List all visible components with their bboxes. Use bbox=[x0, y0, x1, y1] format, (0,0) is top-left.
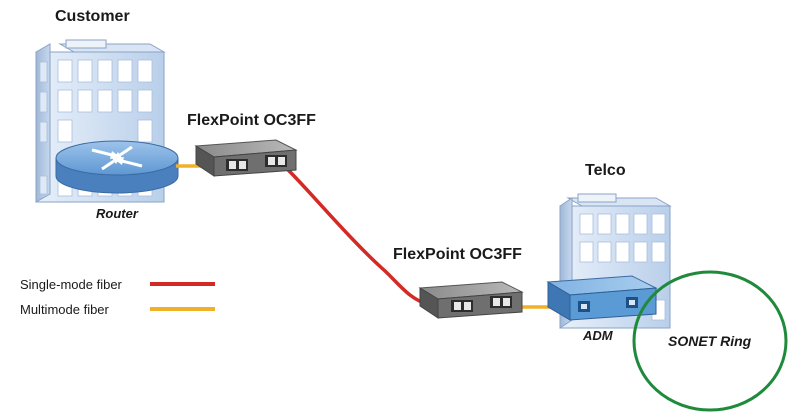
router-label: Router bbox=[96, 206, 139, 221]
legend-single-mode-label: Single-mode fiber bbox=[20, 277, 123, 292]
media-converter-icon-bottom bbox=[418, 281, 524, 319]
sonet-ring-icon bbox=[632, 270, 788, 412]
media-converter-icon-top bbox=[194, 139, 298, 177]
sonet-ring-label: SONET Ring bbox=[668, 333, 752, 349]
flexpoint-top-label: FlexPoint OC3FF bbox=[187, 112, 316, 129]
legend-multimode-label: Multimode fiber bbox=[20, 302, 110, 317]
adm-label: ADM bbox=[582, 328, 614, 343]
router-icon bbox=[55, 140, 179, 194]
customer-label: Customer bbox=[55, 8, 130, 25]
telco-label: Telco bbox=[585, 162, 626, 179]
adm-device-icon bbox=[546, 275, 658, 321]
single-mode-fiber-link bbox=[282, 164, 462, 307]
flexpoint-bottom-label: FlexPoint OC3FF bbox=[393, 246, 522, 263]
legend: Single-mode fiber Multimode fiber bbox=[20, 277, 215, 317]
